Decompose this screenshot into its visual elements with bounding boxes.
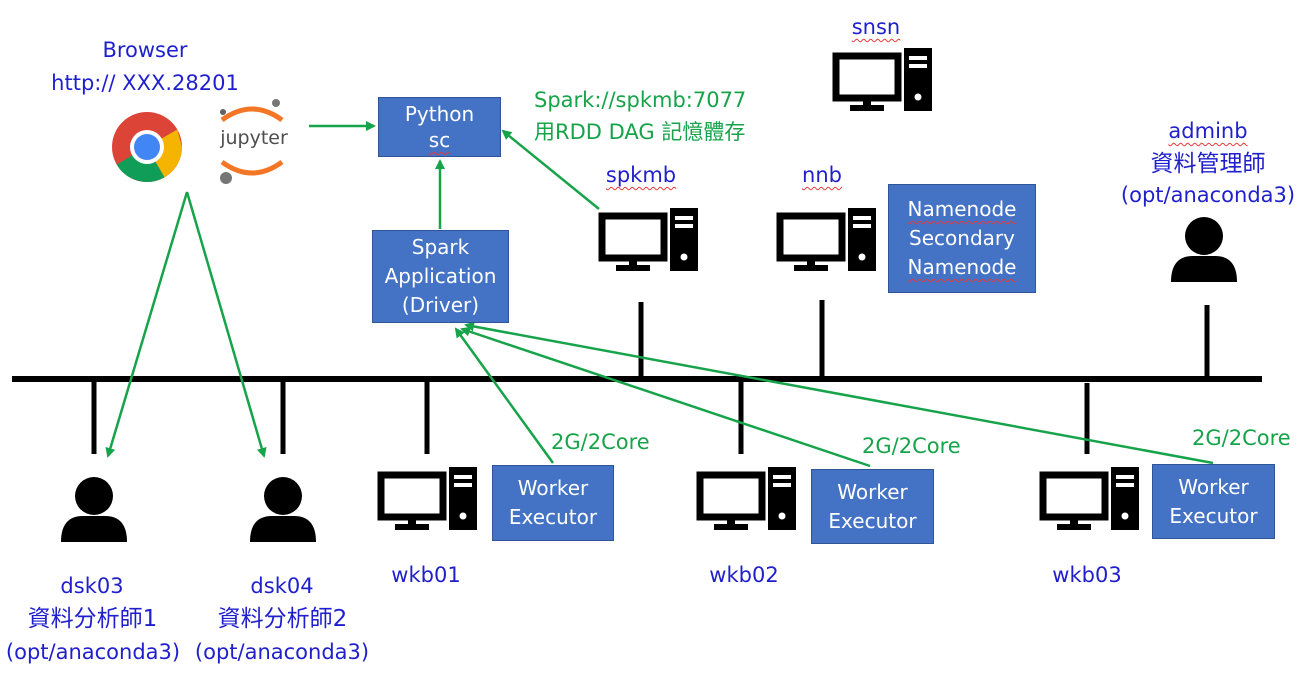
browser-url: http:// XXX.28201 <box>51 71 239 95</box>
arrow-browser-to-dsk04 <box>185 191 267 458</box>
user-name-dsk03: dsk03 <box>60 574 124 598</box>
jupyter-icon <box>220 99 284 184</box>
rdd-dag-note: 用RDD DAG 記憶體存 <box>534 120 746 144</box>
person-icon-dsk04 <box>250 477 316 542</box>
worker3-line1: Worker <box>1178 474 1249 499</box>
arrow-worker2-to-driver <box>460 326 871 468</box>
node-label-wkb02: wkb02 <box>709 563 779 587</box>
node-label-wkb01: wkb01 <box>391 563 461 587</box>
arrow-spkmb-to-python <box>501 129 600 210</box>
spark-driver-box: Spark Application (Driver) <box>372 230 509 323</box>
user-path-dsk04: (opt/anaconda3) <box>194 640 370 664</box>
worker-box-1: Worker Executor <box>492 465 614 541</box>
computer-icon-wkb01 <box>381 467 477 530</box>
user-name-dsk04: dsk04 <box>250 574 314 598</box>
admin-path: (opt/anaconda3) <box>1120 183 1296 207</box>
worker2-resource: 2G/2Core <box>862 434 961 458</box>
spark-master-url: Spark://spkmb:7077 <box>534 88 747 112</box>
arrow-browser-to-dsk03 <box>105 191 189 458</box>
driver-line3: (Driver) <box>401 293 480 317</box>
worker1-line1: Worker <box>517 476 589 500</box>
namenode-line1: Namenode <box>907 197 1017 221</box>
worker1-line2: Executor <box>508 505 598 529</box>
arrow-worker1-to-driver <box>454 327 555 464</box>
driver-line1: Spark <box>411 235 470 259</box>
admin-role: 資料管理師 <box>1150 151 1266 177</box>
admin-name: adminb <box>1168 119 1248 143</box>
computer-icon-wkb02 <box>700 467 796 530</box>
node-label-wkb03: wkb03 <box>1052 563 1122 587</box>
browser-title: Browser <box>102 38 188 62</box>
worker-box-3: Worker Executor <box>1152 464 1275 539</box>
worker1-resource: 2G/2Core <box>551 430 650 454</box>
worker2-line1: Worker <box>837 479 908 504</box>
node-label-nnb: nnb <box>802 163 842 187</box>
node-label-spkmb: spkmb <box>605 163 677 187</box>
computer-icon-wkb03 <box>1043 467 1139 530</box>
user-path-dsk03: (opt/anaconda3) <box>5 640 181 664</box>
python-box: Python sc <box>378 97 501 157</box>
person-icon-adminb <box>1171 217 1237 282</box>
node-label-snsn: snsn <box>851 15 901 39</box>
user-role-dsk04: 資料分析師2 <box>217 606 348 632</box>
driver-line2: Application <box>384 264 497 288</box>
user-role-dsk03: 資料分析師1 <box>27 606 158 632</box>
person-icon-dsk03 <box>61 477 127 542</box>
arrow-worker3-to-driver <box>464 321 1214 465</box>
worker-box-2: Worker Executor <box>811 469 934 544</box>
computer-icon-snsn <box>836 48 932 111</box>
sc-label: sc <box>428 128 451 152</box>
chrome-icon <box>112 112 182 182</box>
computer-icon-nnb <box>780 208 876 271</box>
worker3-resource: 2G/2Core <box>1192 426 1291 450</box>
worker3-line2: Executor <box>1169 503 1258 528</box>
namenode-line3: Namenode <box>907 255 1017 279</box>
namenode-line2: Secondary <box>909 226 1015 250</box>
namenode-box: Namenode Secondary Namenode <box>888 184 1036 293</box>
worker2-line2: Executor <box>828 508 917 533</box>
jupyter-wordmark: jupyter <box>220 127 288 149</box>
computer-icon-spkmb <box>602 208 698 271</box>
python-box-label: Python <box>404 102 475 126</box>
